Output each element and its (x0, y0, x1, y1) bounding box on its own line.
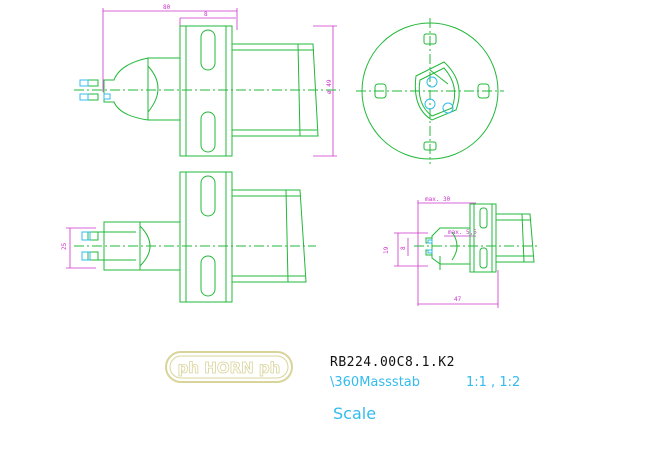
scale-caption: \360Massstab (330, 375, 421, 390)
detail-view: max. 30 max. 5,5 19 8 47 (383, 196, 540, 308)
front-view (356, 18, 504, 164)
dim-detail-max: max. 30 (425, 196, 451, 203)
logo-text: ph HORN ph (178, 359, 281, 377)
dim-detail-small: 8 (400, 246, 407, 250)
scale-label: Scale (333, 404, 377, 423)
dim-detail-inner: max. 5,5 (448, 229, 477, 236)
horn-logo: ph HORN ph (165, 351, 293, 383)
dim-top-total: 80 (163, 4, 171, 11)
side-view-top: 80 8 ø 49 (74, 4, 340, 157)
dim-right-height: ø 49 (326, 79, 333, 94)
dim-left-height: 25 (61, 242, 68, 250)
dim-top-partial: 8 (204, 11, 208, 18)
top-view-bottom: 25 (61, 171, 316, 303)
dim-detail-height: 19 (383, 246, 390, 254)
part-number: RB224.00C8.1.K2 (330, 355, 455, 370)
dim-detail-length: 47 (454, 296, 462, 303)
scale-ratios: 1:1 , 1:2 (466, 375, 521, 390)
